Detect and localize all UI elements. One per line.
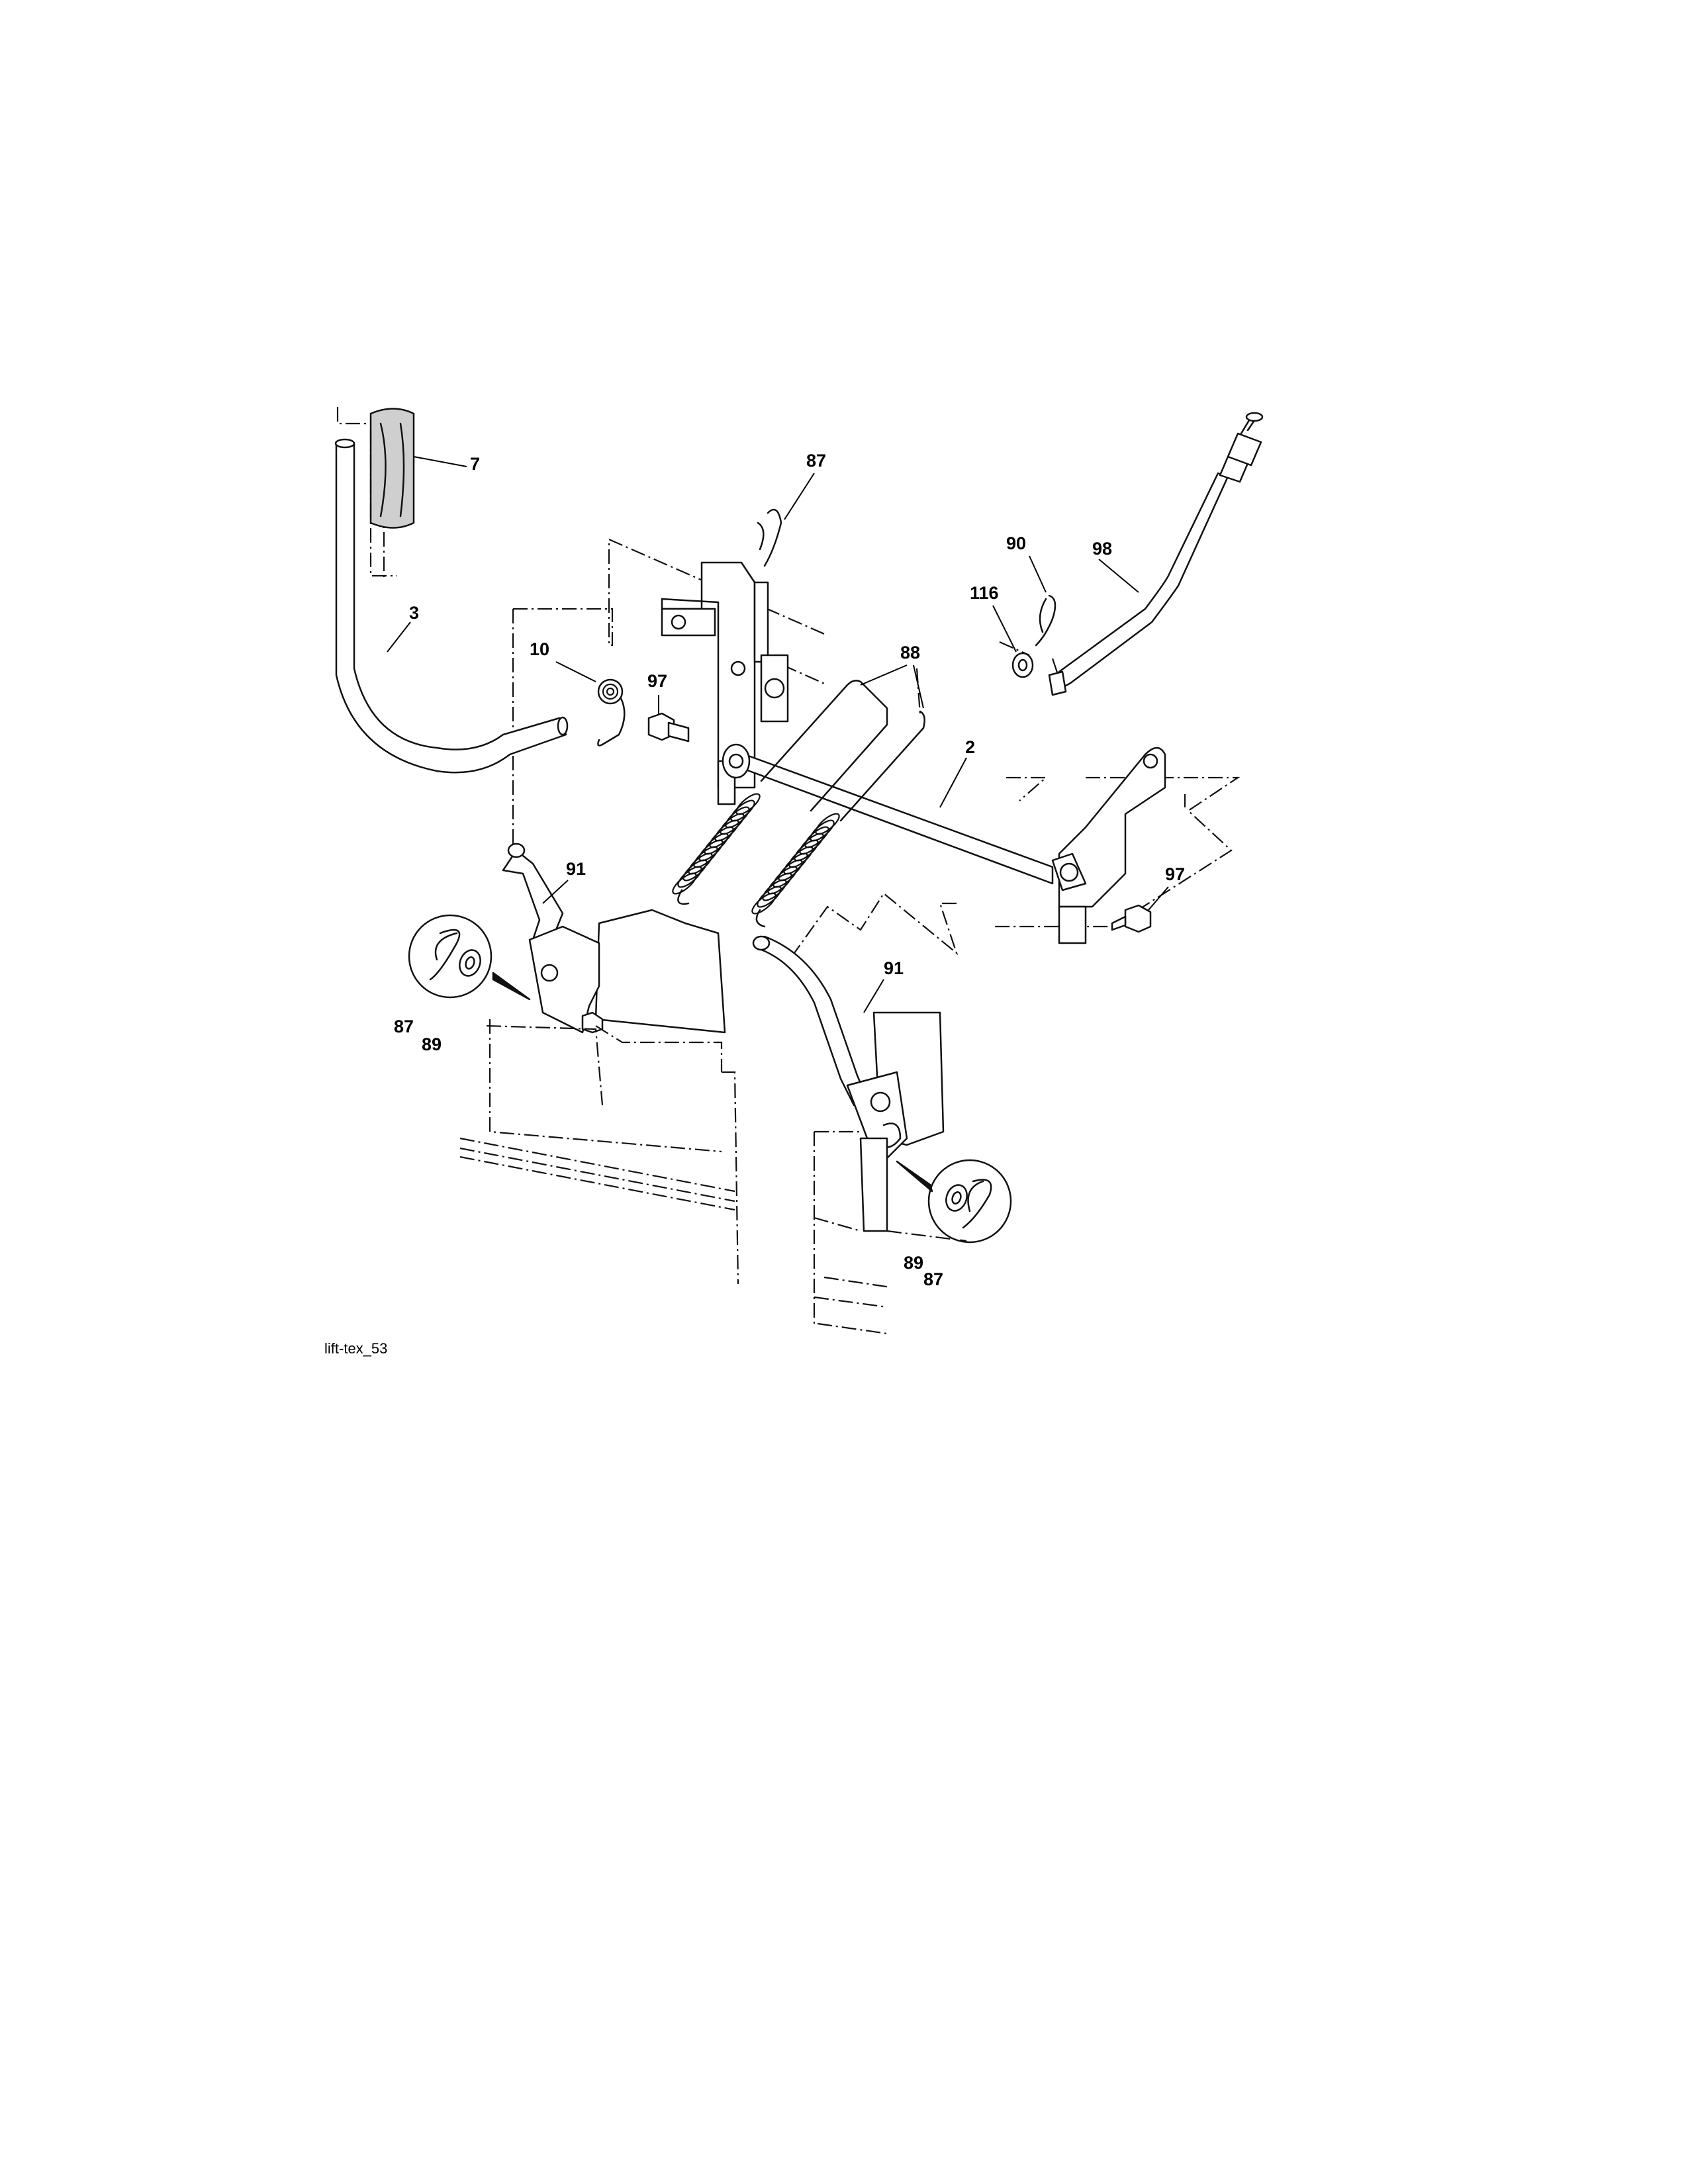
- hairpin-clip-part-87-top: [757, 508, 782, 567]
- extension-spring-right: [751, 813, 840, 928]
- callout-91-right: 91: [884, 958, 904, 978]
- callout-10: 10: [530, 639, 549, 659]
- drawing-id-caption: lift-tex_53: [324, 1340, 387, 1357]
- washer-part-116: [1011, 652, 1034, 678]
- callout-7: 7: [470, 454, 480, 474]
- detail-circle-left: [408, 914, 531, 1001]
- hex-bolt-part-97-upper: [647, 712, 690, 743]
- callout-116: 116: [970, 583, 999, 603]
- callout-91-left: 91: [566, 859, 586, 879]
- right-deck-bracket: [814, 1011, 967, 1242]
- detail-circle-right: [896, 1159, 1012, 1244]
- linkage-rod-part-98: [1048, 412, 1264, 696]
- lift-link-part-91-right: [752, 935, 868, 1107]
- spring-hook-rods-part-88: [760, 680, 925, 822]
- callout-labels: 7 3 87 10 97 90 98 116 88 2 91 97 87 89 …: [394, 451, 1185, 1289]
- left-deck-phantom: [459, 1019, 739, 1285]
- callout-87-left: 87: [394, 1017, 414, 1036]
- callout-98: 98: [1092, 539, 1112, 559]
- lift-handle-rod-part-3: [334, 438, 569, 774]
- torsion-spring-part-10: [597, 678, 626, 747]
- callout-89-left: 89: [422, 1034, 442, 1054]
- callout-3: 3: [409, 603, 419, 623]
- callout-88: 88: [900, 643, 920, 662]
- callout-87-top: 87: [806, 451, 826, 471]
- extension-spring-left: [672, 793, 761, 905]
- right-deck-phantom: [813, 1132, 891, 1335]
- callout-87-right: 87: [923, 1269, 943, 1289]
- callout-90: 90: [1006, 533, 1026, 553]
- callout-leader-lines: [387, 456, 1169, 1013]
- callout-2: 2: [965, 737, 975, 757]
- callout-97-upper: 97: [647, 671, 667, 691]
- callout-97-right: 97: [1165, 864, 1185, 884]
- handle-grip-part-7: [369, 408, 415, 577]
- hairpin-clip-part-90: [1035, 594, 1056, 647]
- phantom-assembly-lines: [336, 407, 1241, 956]
- hex-bolt-part-97-right: [1111, 904, 1152, 933]
- right-lift-arm-bracket: [1051, 747, 1166, 944]
- left-deck-bracket: [486, 909, 726, 1106]
- lift-shaft-part-2: [722, 743, 1054, 885]
- callout-89-right: 89: [904, 1253, 923, 1273]
